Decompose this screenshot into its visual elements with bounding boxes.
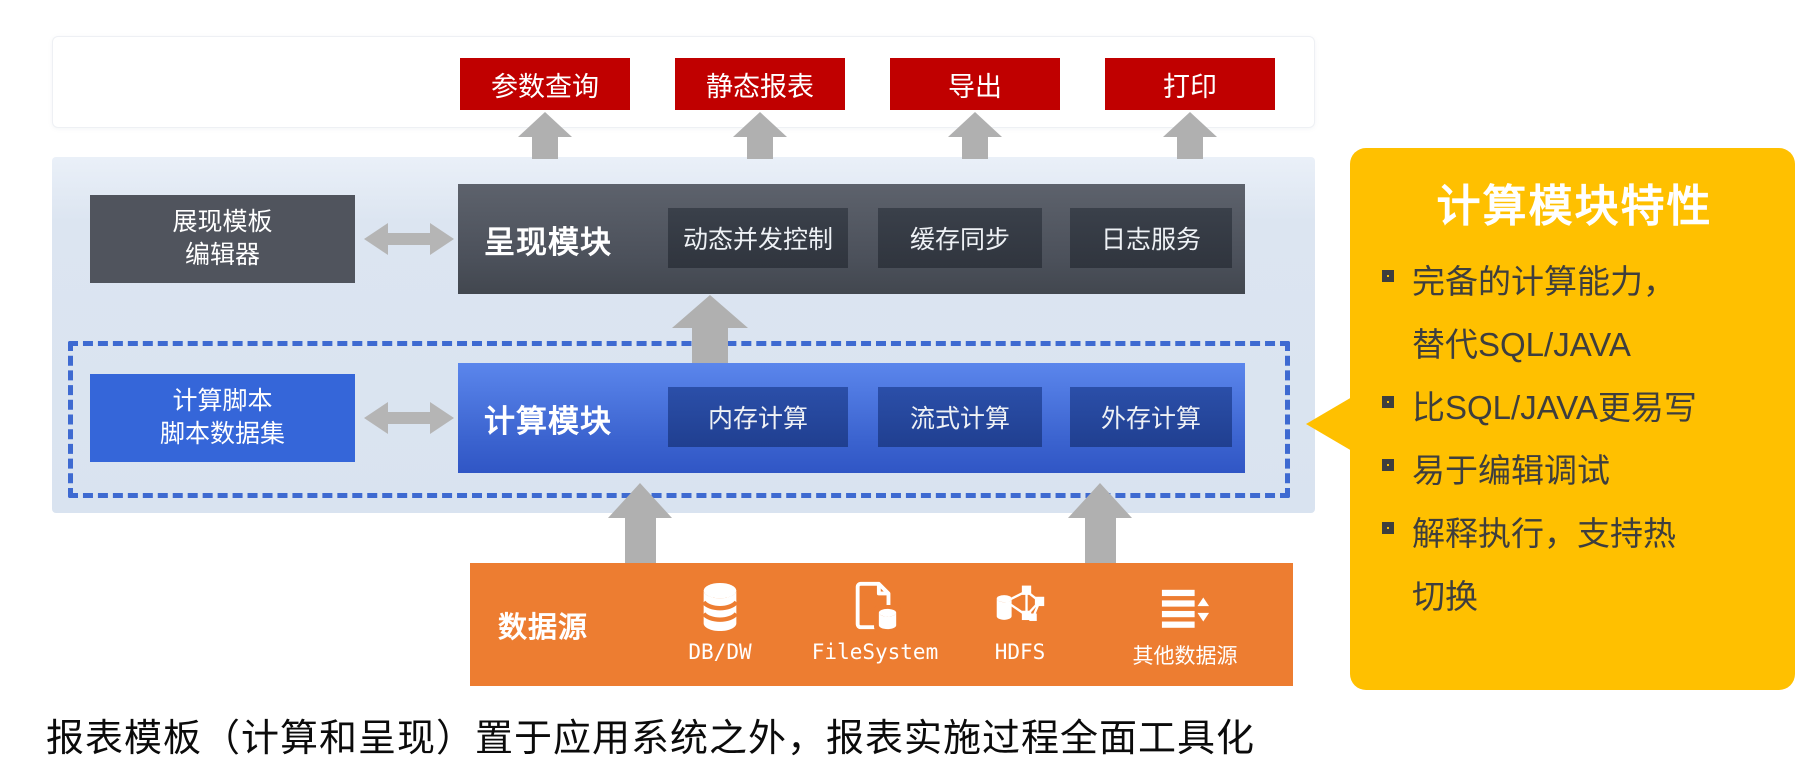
diagram-caption: 报表模板（计算和呈现）置于应用系统之外，报表实施过程全面工具化 bbox=[46, 718, 1256, 760]
datasource-other-label: 其他数据源 bbox=[1132, 645, 1238, 668]
datasource-db-dw-label: DB/DW bbox=[688, 640, 752, 664]
database-icon bbox=[645, 580, 795, 632]
up-arrow-icon bbox=[1163, 112, 1217, 159]
compute-script-box: 计算脚本 脚本数据集 bbox=[90, 374, 355, 462]
datasource-band: 数据源 DB/DW bbox=[470, 563, 1293, 686]
script-box-line2: 脚本数据集 bbox=[159, 420, 285, 448]
bullet-line: 易于编辑调试 bbox=[1412, 452, 1610, 489]
output-print: 打印 bbox=[1105, 58, 1275, 110]
datasource-label: 数据源 bbox=[498, 611, 589, 644]
datasource-db-dw: DB/DW bbox=[645, 580, 795, 664]
presentation-module-label: 呈现模块 bbox=[484, 224, 612, 260]
bullet-line: 解释执行，支持热 bbox=[1412, 515, 1676, 552]
feature-dynamic-concurrency: 动态并发控制 bbox=[668, 208, 848, 268]
editor-box-line2: 编辑器 bbox=[184, 241, 260, 269]
feature-stream-compute: 流式计算 bbox=[878, 387, 1042, 447]
double-arrow-icon bbox=[364, 402, 454, 434]
feature-log-service: 日志服务 bbox=[1070, 208, 1232, 268]
feature-cache-sync: 缓存同步 bbox=[878, 208, 1042, 268]
compute-module-box: 计算模块 内存计算 流式计算 外存计算 bbox=[458, 363, 1245, 473]
up-arrow-icon bbox=[948, 112, 1002, 159]
bullet-line: 完备的计算能力， bbox=[1412, 263, 1676, 300]
editor-box-line1: 展现模板 bbox=[172, 208, 273, 236]
square-bullet-icon bbox=[1382, 459, 1394, 471]
bullet-line: 比SQL/JAVA更易写 bbox=[1412, 389, 1697, 426]
feature-in-memory-compute: 内存计算 bbox=[668, 387, 848, 447]
compute-module-label: 计算模块 bbox=[484, 403, 612, 439]
other-sources-icon bbox=[1110, 580, 1260, 632]
bullet-line: 切换 bbox=[1412, 578, 1478, 615]
panel-bullet: 完备的计算能力， 替代SQL/JAVA bbox=[1380, 250, 1769, 376]
datasource-hdfs-label: HDFS bbox=[994, 640, 1046, 664]
panel-title: 计算模块特性 bbox=[1436, 182, 1713, 231]
up-arrow-icon bbox=[1068, 483, 1132, 563]
up-arrow-icon bbox=[733, 112, 787, 159]
panel-bullet: 比SQL/JAVA更易写 bbox=[1380, 376, 1769, 439]
square-bullet-icon bbox=[1382, 270, 1394, 282]
bullet-line: 替代SQL/JAVA bbox=[1412, 326, 1631, 363]
up-arrow-icon bbox=[518, 112, 572, 159]
up-arrow-icon bbox=[672, 295, 748, 363]
datasource-filesystem-label: FileSystem bbox=[811, 640, 939, 664]
compute-dashed-frame bbox=[68, 341, 1290, 498]
up-arrow-icon bbox=[608, 483, 672, 563]
feature-external-compute: 外存计算 bbox=[1070, 387, 1232, 447]
datasource-hdfs: HDFS bbox=[945, 580, 1095, 664]
output-static-report: 静态报表 bbox=[675, 58, 845, 110]
square-bullet-icon bbox=[1382, 522, 1394, 534]
compute-feature-panel: 计算模块特性 完备的计算能力， 替代SQL/JAVA 比SQL/JAVA更易写 … bbox=[1350, 148, 1795, 690]
square-bullet-icon bbox=[1382, 396, 1394, 408]
panel-bullet: 解释执行，支持热 切换 bbox=[1380, 502, 1769, 628]
script-box-line1: 计算脚本 bbox=[172, 387, 273, 415]
presentation-module-box: 呈现模块 动态并发控制 缓存同步 日志服务 bbox=[458, 184, 1245, 294]
datasource-filesystem: FileSystem bbox=[800, 580, 950, 664]
output-param-query: 参数查询 bbox=[460, 58, 630, 110]
output-export: 导出 bbox=[890, 58, 1060, 110]
file-system-icon bbox=[800, 580, 950, 632]
cluster-icon bbox=[945, 580, 1095, 632]
panel-pointer-icon bbox=[1306, 397, 1352, 451]
presentation-template-editor-box: 展现模板 编辑器 bbox=[90, 195, 355, 283]
panel-bullet: 易于编辑调试 bbox=[1380, 439, 1769, 502]
double-arrow-icon bbox=[364, 223, 454, 255]
datasource-other: 其他数据源 bbox=[1110, 580, 1260, 670]
